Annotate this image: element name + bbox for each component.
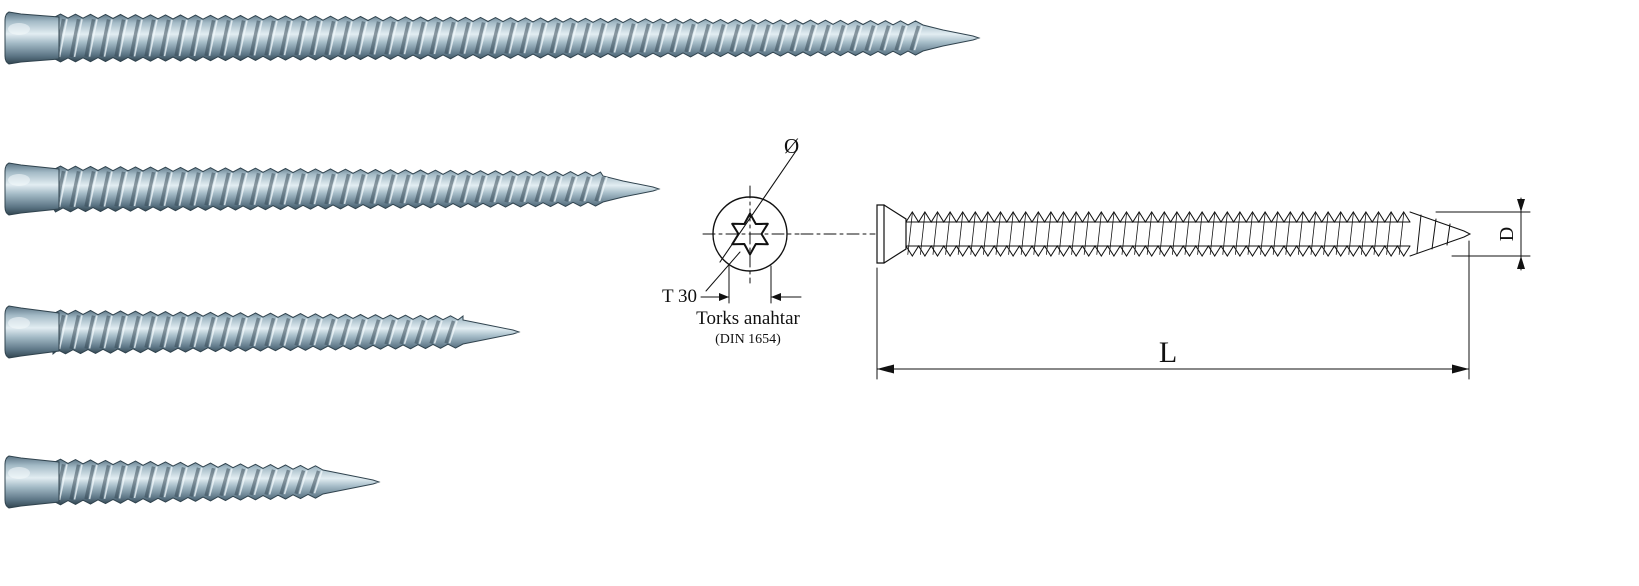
wrench-name-label: Torks anahtar [696, 308, 800, 329]
diameter-dimension [1435, 197, 1531, 271]
drive-size-dimension [700, 251, 802, 304]
torx-recess-star [731, 212, 769, 256]
head-front-view-circle [712, 196, 788, 272]
thread-lines [905, 211, 1411, 257]
screw-side-tip [1409, 211, 1472, 257]
screw-photo-long [4, 162, 661, 216]
screw-photo-longest [4, 11, 981, 65]
drive-size-label: T 30 [662, 286, 697, 307]
diameter-leader [719, 150, 797, 263]
screw-photo-short [4, 455, 381, 509]
length-label: L [1159, 336, 1177, 369]
screw-side-view [876, 204, 1472, 264]
standard-label: (DIN 1654) [715, 332, 781, 347]
length-dimension [876, 240, 1470, 380]
diameter-symbol-label: Ø [784, 134, 799, 158]
screw-photo-medium [4, 305, 521, 359]
centerlines [702, 185, 876, 284]
diameter-label: D [1496, 227, 1518, 241]
